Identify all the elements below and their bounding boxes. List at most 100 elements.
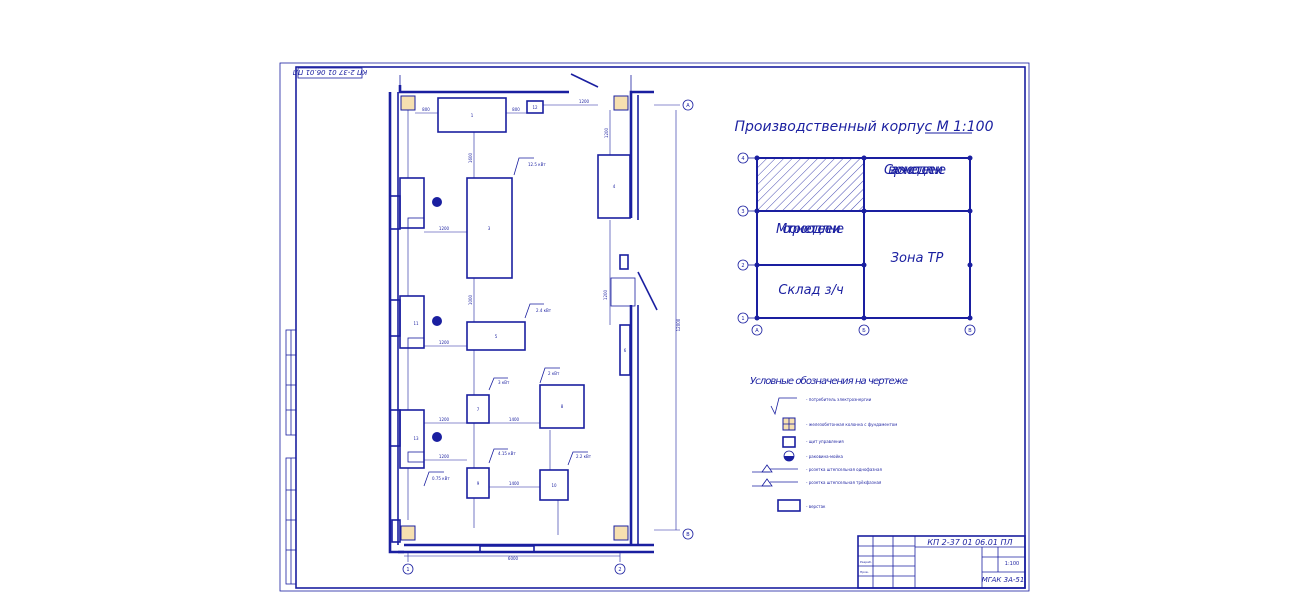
- sheet-code: КП 2-37 01 06.01 ПЛ: [927, 538, 1012, 547]
- power-label: 4.15 кВт: [498, 451, 516, 456]
- wall-left: [388, 92, 404, 554]
- equipment-12: [526, 100, 544, 114]
- dimension-lines: [404, 104, 680, 562]
- sheet-outer-border: [279, 62, 1030, 592]
- workbench-icon: [777, 499, 801, 512]
- equipment-label: 7: [477, 407, 480, 412]
- equipment-4: [597, 154, 631, 219]
- col-axis-label: А: [755, 328, 759, 334]
- key-plan-title: Производственный корпус М 1:100: [734, 119, 993, 135]
- dimension-text: 1000: [468, 294, 473, 305]
- power-label: 2 кВт: [548, 371, 560, 376]
- zone-motor: Моторное отделение: [776, 222, 844, 237]
- power-label: 3 кВт: [498, 380, 510, 385]
- equipment-label: 6: [624, 348, 627, 353]
- equipment-label: 12: [532, 105, 538, 110]
- legend-item: - потребитель электроэнергии: [806, 397, 872, 402]
- control-panel-icon: [782, 436, 796, 448]
- zone-storage: Склад з/ч: [778, 283, 844, 298]
- col-axis-markers: [751, 324, 976, 336]
- equipment-label: 3: [488, 226, 491, 231]
- wall-top-left: [398, 85, 569, 94]
- equipment-label: 5: [495, 334, 498, 339]
- col-axis-label: Б: [862, 328, 866, 334]
- checker-row: Пров.: [860, 570, 869, 574]
- equipment-label: 1: [471, 113, 474, 118]
- equipment-10: [539, 469, 569, 501]
- equipment-6: [619, 324, 631, 376]
- axis-label: В: [686, 532, 690, 538]
- col-axis-label: В: [968, 328, 972, 334]
- socket-single-phase-icon: [752, 464, 798, 473]
- group-code: МГАК 3А-51: [982, 576, 1025, 584]
- floor-plan: 1 12 3 4 5 6 7 8 9 10 11 13: [388, 73, 694, 575]
- designer-row: Разраб.: [860, 560, 872, 564]
- dimension-text: 1200: [439, 226, 450, 231]
- key-plan: Производственный корпус М 1:100 Сварочно…: [734, 119, 994, 336]
- axis-label: А: [686, 103, 690, 109]
- door-swing-top: [570, 73, 599, 88]
- dimension-text: 1200: [603, 289, 608, 300]
- legend-item: - розетка штепсельная однофазная: [806, 467, 882, 472]
- title-block: КП 2-37 01 06.01 ПЛ 1:100 МГАК 3А-51 Раз…: [857, 535, 1026, 589]
- consumer-icon: [770, 397, 797, 416]
- dimension-text: 1400: [509, 417, 520, 422]
- legend-item: - железобетонная колонна с фундаментом: [806, 422, 897, 427]
- column-icon: [400, 95, 629, 541]
- equipment-label: 8: [561, 404, 564, 409]
- equipment-9: [466, 467, 490, 499]
- dimension-text: 1200: [604, 127, 609, 138]
- power-label: 12.5 кВт: [528, 162, 546, 167]
- dimension-text: 1400: [509, 481, 520, 486]
- row-axis-markers: [737, 152, 757, 324]
- legend-item: - розетка штепсельная трёхфазная: [806, 480, 882, 485]
- dimension-text: 800: [512, 107, 520, 112]
- power-label: 0.75 кВт: [432, 476, 450, 481]
- workbench: [399, 409, 425, 469]
- power-label: 2.4 кВт: [536, 308, 552, 313]
- equipment-5: [466, 321, 526, 351]
- legend: Условные обозначения на чертеже - потреб…: [750, 375, 908, 512]
- legend-item: - раковина-мойка: [806, 454, 844, 459]
- row-axis-label: 3: [741, 209, 744, 215]
- dimension-text: 1600: [468, 152, 473, 163]
- sink-icon: [783, 450, 795, 462]
- axis-marker: [682, 528, 694, 540]
- legend-title: Условные обозначения на чертеже: [750, 375, 908, 387]
- wall-top-right: [629, 90, 654, 95]
- equipment-label: 13: [413, 436, 419, 441]
- scale-value: 1:100: [1005, 561, 1019, 567]
- zone-welding: Сварочное отделение: [884, 163, 946, 178]
- dimension-text: 6000: [508, 556, 519, 561]
- legend-item: - верстак: [806, 504, 826, 509]
- equipment-3: [466, 177, 513, 279]
- dimension-text: 800: [422, 107, 430, 112]
- row-axis-label: 2: [741, 263, 744, 269]
- axis-marker: [402, 563, 414, 575]
- power-label: 2.2 кВт: [576, 454, 592, 459]
- axis-marker: [682, 99, 694, 111]
- top-stamp: КП 2-37 01 06.01 ПЛ: [292, 67, 367, 79]
- socket-three-phase-icon: [752, 478, 798, 487]
- equipment-label: 9: [477, 481, 480, 486]
- binding-strip: [285, 329, 297, 585]
- axis-marker: [614, 563, 626, 575]
- dimension-text: 1200: [439, 454, 450, 459]
- sheet-frame: [295, 66, 1026, 589]
- workbench: [399, 177, 425, 229]
- legend-item: - щит управления: [806, 439, 844, 444]
- door-swing-right: [637, 271, 658, 311]
- zone-tr: Зона ТР: [891, 251, 944, 266]
- axis-label: 2: [618, 567, 621, 573]
- axis-label: 1: [406, 567, 409, 573]
- row-axis-label: 1: [741, 316, 744, 322]
- dimension-text: 1200: [439, 340, 450, 345]
- row-axis-label: 4: [741, 156, 744, 162]
- dimension-text: 1200: [439, 417, 450, 422]
- workbench: [399, 295, 425, 349]
- equipment-7: [466, 394, 490, 424]
- dimension-text: 1200: [579, 99, 590, 104]
- equipment-label: 11: [413, 321, 419, 326]
- sink-icon: [432, 197, 442, 442]
